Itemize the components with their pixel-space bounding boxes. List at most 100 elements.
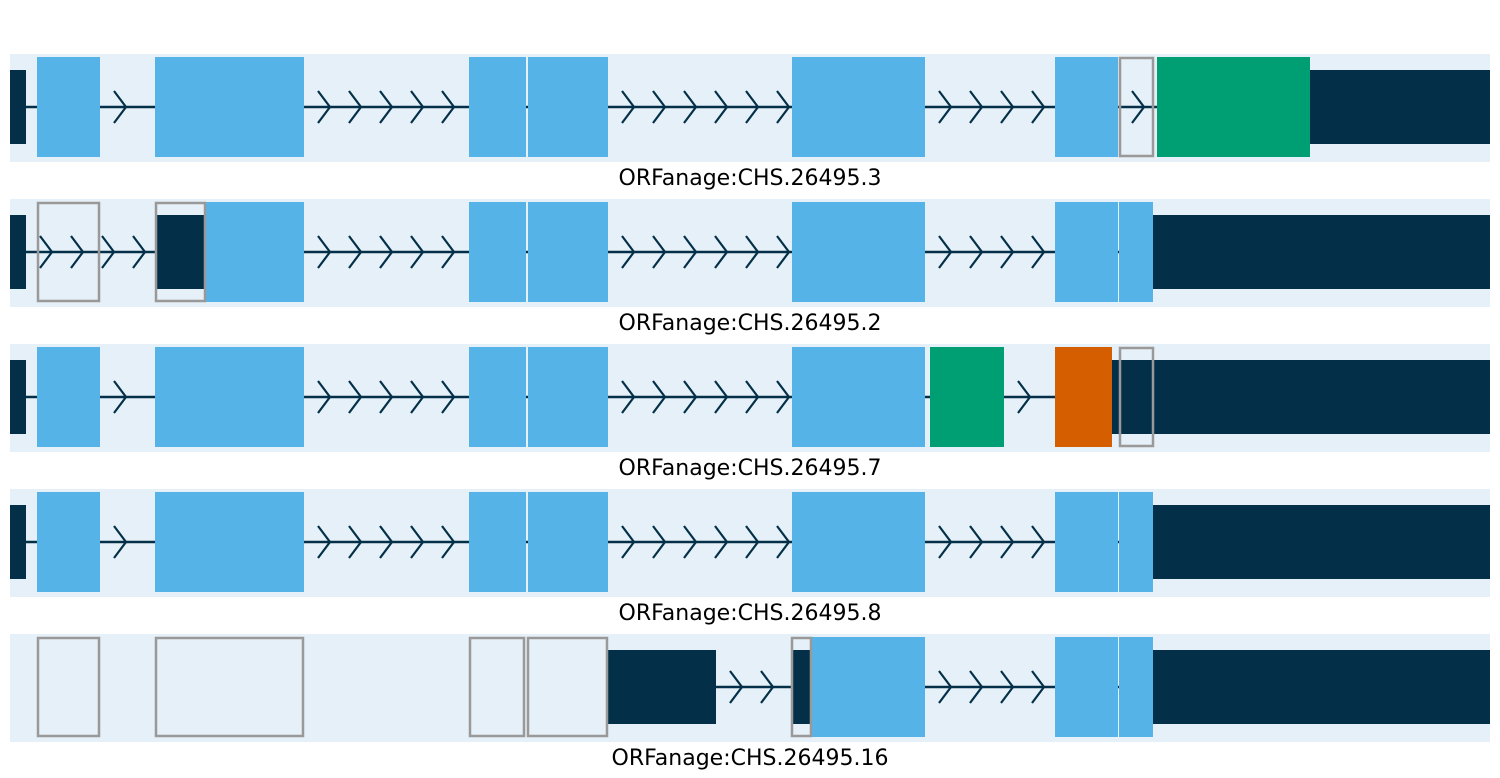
cds-exon — [155, 492, 304, 592]
utr-exon — [1112, 360, 1490, 434]
utr-exon — [608, 650, 716, 724]
cds-exon — [37, 57, 100, 157]
changed-cds-exon — [1055, 347, 1112, 447]
strand-chevron — [348, 90, 363, 124]
strand-chevron — [348, 525, 363, 559]
cds-exon — [1119, 202, 1153, 302]
removed-cds-outline — [154, 636, 305, 738]
added-cds-exon — [1157, 57, 1310, 157]
strand-chevron — [652, 235, 667, 269]
cds-exon — [37, 492, 100, 592]
track-label: ORFanage:CHS.26495.16 — [612, 746, 889, 771]
strand-chevron — [621, 235, 636, 269]
strand-chevron — [317, 525, 332, 559]
cds-exon — [1119, 637, 1153, 737]
strand-chevron — [683, 235, 698, 269]
strand-chevron — [776, 525, 791, 559]
strand-chevron — [1131, 90, 1146, 124]
strand-chevron — [1031, 525, 1046, 559]
strand-chevron — [621, 90, 636, 124]
cds-exon — [469, 202, 526, 302]
strand-chevron — [317, 235, 332, 269]
strand-chevron — [938, 90, 953, 124]
cds-exon — [1055, 637, 1118, 737]
utr-exon — [1153, 650, 1490, 724]
cds-exon — [155, 57, 304, 157]
cds-exon — [528, 492, 608, 592]
cds-exon — [528, 57, 608, 157]
cds-exon — [1055, 492, 1118, 592]
cds-exon — [792, 202, 925, 302]
strand-chevron — [938, 670, 953, 704]
strand-chevron — [969, 235, 984, 269]
cds-exon — [792, 492, 925, 592]
strand-chevron — [745, 380, 760, 414]
strand-chevron — [379, 380, 394, 414]
strand-chevron — [652, 380, 667, 414]
cds-exon — [205, 202, 304, 302]
strand-chevron — [714, 380, 729, 414]
cds-exon — [469, 57, 526, 157]
strand-chevron — [621, 525, 636, 559]
strand-chevron — [1031, 235, 1046, 269]
strand-chevron — [683, 525, 698, 559]
strand-chevron — [714, 525, 729, 559]
track-3: ORFanage:CHS.26495.8 — [10, 489, 1490, 626]
strand-chevron — [745, 235, 760, 269]
strand-chevron — [317, 90, 332, 124]
added-cds-exon — [930, 347, 1004, 447]
strand-chevron — [1000, 90, 1015, 124]
removed-cds-outline — [154, 201, 207, 303]
strand-chevron — [113, 90, 128, 124]
strand-chevron — [745, 90, 760, 124]
strand-chevron — [969, 670, 984, 704]
strand-chevron — [683, 90, 698, 124]
strand-chevron — [729, 670, 744, 704]
strand-chevron — [652, 90, 667, 124]
strand-chevron — [410, 235, 425, 269]
strand-chevron — [969, 525, 984, 559]
cds-exon — [528, 202, 608, 302]
removed-cds-outline — [790, 636, 813, 738]
utr-exon — [10, 70, 26, 144]
cds-exon — [1055, 202, 1118, 302]
utr-exon — [10, 505, 26, 579]
utr-exon — [10, 360, 26, 434]
strand-chevron — [683, 380, 698, 414]
strand-chevron — [621, 380, 636, 414]
removed-cds-outline — [36, 201, 101, 303]
strand-chevron — [938, 525, 953, 559]
strand-chevron — [1017, 380, 1032, 414]
track-0: ORFanage:CHS.26495.3 — [10, 54, 1490, 191]
strand-chevron — [132, 235, 147, 269]
strand-chevron — [652, 525, 667, 559]
strand-chevron — [379, 525, 394, 559]
strand-chevron — [410, 380, 425, 414]
utr-exon — [10, 215, 26, 289]
strand-chevron — [39, 235, 54, 269]
strand-chevron — [1031, 670, 1046, 704]
strand-chevron — [938, 235, 953, 269]
cds-exon — [1055, 57, 1118, 157]
removed-cds-outline — [1118, 56, 1155, 158]
strand-chevron — [410, 525, 425, 559]
strand-chevron — [1000, 235, 1015, 269]
track-2: ORFanage:CHS.26495.7 — [10, 344, 1490, 481]
track-4: ORFanage:CHS.26495.16 — [10, 634, 1490, 771]
removed-cds-outline — [1118, 346, 1155, 448]
utr-exon — [156, 215, 205, 289]
strand-chevron — [348, 235, 363, 269]
strand-chevron — [317, 380, 332, 414]
strand-chevron — [1000, 670, 1015, 704]
track-1: ORFanage:CHS.26495.2 — [10, 199, 1490, 336]
strand-chevron — [760, 670, 775, 704]
cds-exon — [528, 347, 608, 447]
strand-chevron — [113, 380, 128, 414]
strand-chevron — [441, 90, 456, 124]
track-label: ORFanage:CHS.26495.8 — [619, 601, 882, 626]
cds-exon — [469, 347, 526, 447]
strand-chevron — [441, 380, 456, 414]
strand-chevron — [70, 235, 85, 269]
strand-chevron — [101, 235, 116, 269]
